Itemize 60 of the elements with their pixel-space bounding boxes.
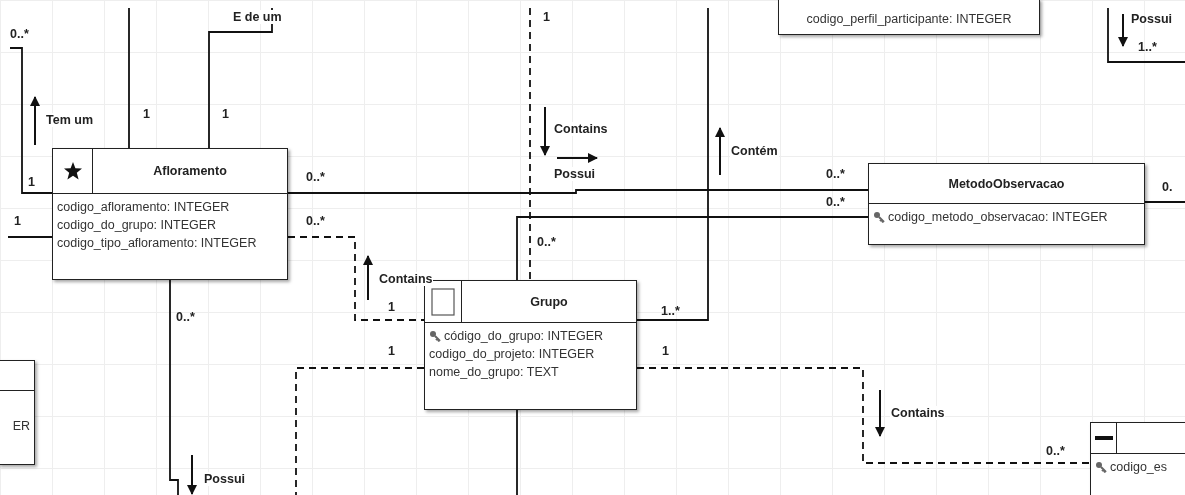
association-line [287, 236, 425, 321]
multiplicity-label: 1 [388, 300, 395, 314]
multiplicity-label: 0..* [1046, 444, 1065, 458]
multiplicity-label: 1..* [1138, 40, 1157, 54]
multiplicity-label: 1..* [661, 304, 680, 318]
edge-label: Contains [378, 272, 434, 286]
association-line [1144, 201, 1185, 203]
multiplicity-label: 0..* [10, 27, 29, 41]
multiplicity-label: 1 [662, 344, 669, 358]
edge-label: Possui [203, 472, 246, 486]
multiplicity-label: 0..* [176, 310, 195, 324]
attribute-text: codigo_metodo_observacao: INTEGER [888, 209, 1108, 226]
association-line [529, 7, 531, 281]
association-line [516, 216, 869, 281]
multiplicity-label: 1 [543, 10, 550, 24]
association-line [9, 47, 53, 194]
association-line [169, 279, 179, 495]
attribute-text: codigo_tipo_afloramento: INTEGER [57, 235, 257, 252]
association-line [208, 7, 273, 149]
edge-label: Contém [730, 144, 779, 158]
edge-label: E de um [232, 10, 283, 24]
association-line [128, 7, 130, 149]
class-box [868, 163, 1145, 245]
class-box [52, 148, 288, 280]
association-line [516, 409, 518, 495]
attribute-text: nome_do_grupo: TEXT [429, 364, 559, 381]
attribute-text: codigo_es [1110, 459, 1167, 476]
multiplicity-label: 0. [1162, 180, 1173, 194]
association-line [636, 7, 709, 321]
multiplicity-label: 0..* [826, 167, 845, 181]
multiplicity-label: 0..* [306, 170, 325, 184]
class-box [778, 0, 1040, 35]
attribute-text: ER [12, 418, 30, 435]
attribute-text: codigo_do_projeto: INTEGER [429, 346, 595, 363]
edge-label: Contains [890, 406, 946, 420]
class-name: Afloramento [153, 164, 227, 178]
edge-label: Contains [553, 122, 609, 136]
multiplicity-label: 1 [388, 344, 395, 358]
multiplicity-label: 1 [28, 175, 35, 189]
attribute-text: codigo_afloramento: INTEGER [57, 199, 230, 216]
class-box [0, 360, 35, 465]
class-name: MetodoObservacao [948, 176, 1065, 191]
multiplicity-label: Possui [1131, 12, 1172, 26]
attribute-text: codigo_perfil_participante: INTEGER [806, 11, 1012, 28]
multiplicity-label: 0..* [306, 214, 325, 228]
edge-label: Possui [553, 167, 596, 181]
class-name: Grupo [530, 294, 568, 309]
association-line [287, 189, 869, 194]
multiplicity-label: 1 [14, 214, 21, 228]
multiplicity-label: 1 [143, 107, 150, 121]
multiplicity-label: 0..* [537, 235, 556, 249]
association-line [295, 367, 425, 495]
multiplicity-label: 1 [222, 107, 229, 121]
association-line [7, 236, 53, 238]
edge-label: Tem um [45, 113, 94, 127]
association-line [636, 367, 1091, 464]
attribute-text: codigo_do_grupo: INTEGER [57, 217, 217, 234]
multiplicity-label: 0..* [826, 195, 845, 209]
class-box [1090, 422, 1185, 495]
attribute-text: código_do_grupo: INTEGER [444, 328, 604, 345]
